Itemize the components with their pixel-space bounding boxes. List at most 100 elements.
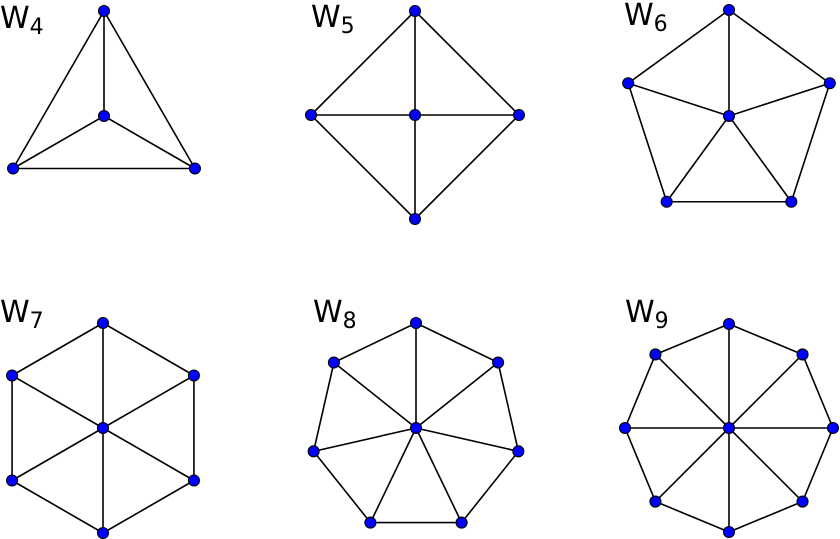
rim-edge [312,362,335,452]
rim-edge [728,9,831,84]
wheel-graph-w8: W8 [307,295,525,529]
spoke-edge [415,361,499,429]
rim-edge [655,323,730,356]
rim-vertex [409,316,423,330]
rim-vertex [512,445,525,458]
rim-edge [310,10,416,116]
spoke-edge [728,427,804,503]
spoke-edge [102,427,195,482]
spoke-edge [313,427,417,453]
rim-vertex [796,495,809,508]
rim-vertex [304,108,318,122]
rim-vertex [785,195,798,208]
hub-vertex [408,108,422,122]
spoke-edge [728,353,804,429]
rim-vertex [187,474,200,487]
rim-edge [102,322,195,377]
rim-vertex [408,4,422,18]
vertices-w5 [304,4,526,226]
rim-vertex [327,356,340,369]
rim-edge [313,450,372,524]
hub-vertex [409,421,423,435]
rim-edge [627,82,668,203]
rim-vertex [622,77,635,90]
rim-vertex [6,369,19,382]
rim-edge [624,427,657,502]
edges-w8 [312,322,520,524]
rim-vertex [307,445,320,458]
rim-vertex [660,195,673,208]
rim-vertex [6,474,19,487]
rim-edge [415,322,499,364]
rim-edge [11,479,104,534]
hub-vertex [722,109,736,123]
spoke-edge [102,374,195,429]
spoke-edge [415,427,463,523]
spoke-edge [654,427,730,503]
wheel-graph-w4: W4 [0,1,201,175]
spoke-edge [11,374,104,429]
rim-edge [102,479,195,534]
graph-label-w9: W9 [625,295,669,334]
spoke-edge [728,115,792,203]
rim-vertex [722,317,736,331]
rim-edge [801,354,834,429]
wheel-graph-w5: W5 [304,0,526,226]
rim-vertex [7,162,20,175]
rim-edge [414,10,520,116]
vertices-w8 [307,316,525,529]
graph-label-w6: W6 [624,0,668,37]
rim-vertex [722,3,736,17]
vertices-w9 [618,317,840,539]
graph-label-w8: W8 [313,295,357,334]
edges-w5 [310,10,520,220]
rim-vertex [618,421,632,435]
rim-edge [728,323,803,356]
spoke-edge [12,115,105,170]
edges-w6 [627,9,831,203]
rim-vertex [455,516,468,529]
graph-label-w5: W5 [311,0,355,39]
graph-label-w4: W4 [0,1,44,40]
rim-edge [624,354,657,429]
hub-vertex [96,421,110,435]
edges-w4 [12,10,196,170]
rim-vertex [97,4,111,18]
spoke-edge [11,427,104,482]
hub-vertex [722,421,736,435]
rim-vertex [364,516,377,529]
edges-w9 [624,323,834,533]
rim-vertex [188,162,201,175]
rim-vertex [512,108,526,122]
spoke-edge [333,361,417,429]
rim-vertex [649,348,662,361]
wheel-graph-w6: W6 [622,0,836,208]
rim-vertex [823,77,836,90]
rim-edge [333,322,417,364]
rim-vertex [96,316,110,330]
rim-edge [627,9,730,84]
rim-vertex [826,421,840,435]
spoke-edge [415,427,519,453]
spoke-edge [103,115,196,170]
rim-edge [497,362,520,452]
wheel-graph-w7: W7 [0,295,200,539]
rim-edge [460,450,519,524]
spoke-edge [666,115,730,203]
vertices-w4 [7,4,201,175]
rim-vertex [96,526,110,539]
rim-edge [655,500,730,533]
spoke-edge [728,82,831,117]
rim-edge [414,114,520,220]
rim-vertex [649,495,662,508]
rim-edge [801,427,834,502]
rim-vertex [187,369,200,382]
wheel-graph-w9: W9 [618,295,840,539]
rim-edge [310,114,416,220]
graph-label-w7: W7 [0,295,44,334]
spoke-edge [654,353,730,429]
rim-vertex [796,348,809,361]
spoke-edge [627,82,730,117]
rim-vertex [408,212,422,226]
